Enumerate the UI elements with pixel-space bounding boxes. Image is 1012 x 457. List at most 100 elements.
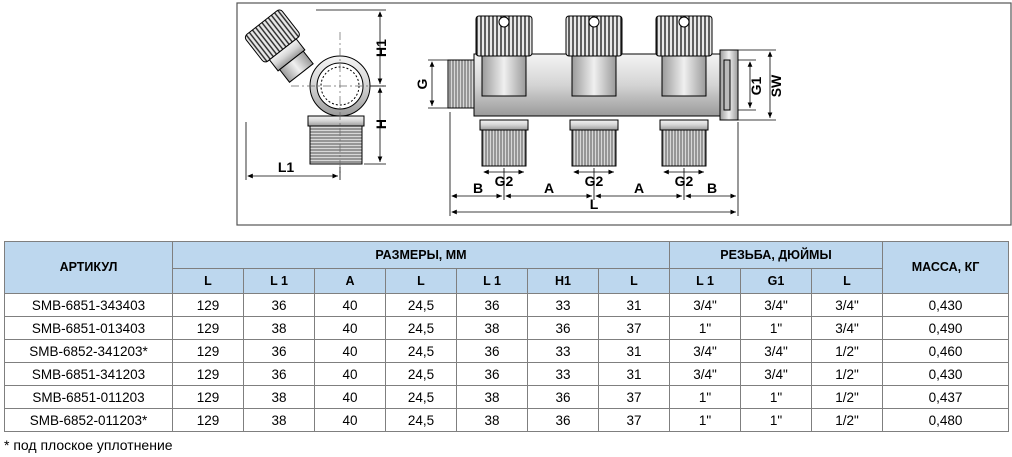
subheader: A (314, 268, 386, 294)
value-cell: 129 (172, 408, 244, 432)
mass-cell: 0,430 (882, 362, 1009, 386)
subheader: L 1 (669, 268, 741, 294)
footnote: * под плоское уплотнение (4, 437, 173, 453)
label-h: H (373, 119, 389, 129)
label-a-left: A (544, 180, 554, 196)
label-b-right: B (707, 180, 717, 196)
subheader: L 1 (456, 268, 528, 294)
value-cell: 40 (314, 362, 386, 386)
value-cell: 36 (527, 385, 599, 409)
value-cell: 40 (314, 316, 386, 340)
value-cell: 1" (740, 408, 812, 432)
value-cell: 129 (172, 316, 244, 340)
value-cell: 31 (598, 339, 670, 363)
article-cell: SMB-6852-341203* (4, 339, 173, 363)
header-mass: МАССА, КГ (882, 241, 1009, 294)
side-view (244, 9, 386, 174)
subheader: G1 (740, 268, 812, 294)
value-cell: 31 (598, 293, 670, 317)
value-cell: 3/4" (669, 362, 741, 386)
front-view (447, 15, 739, 167)
article-cell: SMB-6852-011203* (4, 408, 173, 432)
value-cell: 37 (598, 385, 670, 409)
label-a-right: A (634, 180, 644, 196)
label-b-left: B (473, 180, 483, 196)
label-g2-3: G2 (675, 173, 694, 189)
value-cell: 129 (172, 293, 244, 317)
mass-cell: 0,437 (882, 385, 1009, 409)
mass-cell: 0,480 (882, 408, 1009, 432)
value-cell: 1/2" (811, 339, 883, 363)
value-cell: 37 (598, 408, 670, 432)
value-cell: 38 (456, 316, 528, 340)
label-h1: H1 (373, 39, 389, 57)
mass-cell: 0,430 (882, 293, 1009, 317)
value-cell: 38 (456, 385, 528, 409)
value-cell: 24,5 (385, 339, 457, 363)
subheader: L (598, 268, 670, 294)
value-cell: 3/4" (740, 362, 812, 386)
subheader: L 1 (243, 268, 315, 294)
value-cell: 129 (172, 362, 244, 386)
value-cell: 129 (172, 339, 244, 363)
value-cell: 24,5 (385, 408, 457, 432)
label-g2-1: G2 (495, 173, 514, 189)
label-g2-2: G2 (585, 173, 604, 189)
mass-cell: 0,460 (882, 339, 1009, 363)
label-l: L (590, 196, 599, 212)
subheader: L (385, 268, 457, 294)
value-cell: 24,5 (385, 385, 457, 409)
article-cell: SMB-6851-343403 (4, 293, 173, 317)
label-sw: SW (768, 74, 784, 97)
valve-1 (475, 15, 533, 167)
value-cell: 24,5 (385, 316, 457, 340)
value-cell: 129 (172, 385, 244, 409)
value-cell: 3/4" (669, 293, 741, 317)
value-cell: 3/4" (669, 339, 741, 363)
label-g: G (414, 78, 430, 89)
valve-2 (565, 15, 623, 167)
value-cell: 33 (527, 339, 599, 363)
subheader: L (811, 268, 883, 294)
value-cell: 1/2" (811, 408, 883, 432)
value-cell: 33 (527, 362, 599, 386)
value-cell: 3/4" (811, 316, 883, 340)
header-dimensions: РАЗМЕРЫ, ММ (172, 241, 670, 269)
value-cell: 40 (314, 293, 386, 317)
value-cell: 37 (598, 316, 670, 340)
value-cell: 40 (314, 339, 386, 363)
subheader: H1 (527, 268, 599, 294)
value-cell: 36 (456, 362, 528, 386)
value-cell: 24,5 (385, 293, 457, 317)
valve-3 (655, 15, 713, 167)
value-cell: 1" (669, 316, 741, 340)
mass-cell: 0,490 (882, 316, 1009, 340)
value-cell: 36 (243, 293, 315, 317)
label-l1: L1 (278, 159, 295, 175)
label-g1: G1 (748, 76, 764, 95)
value-cell: 3/4" (740, 339, 812, 363)
value-cell: 38 (243, 385, 315, 409)
header-thread: РЕЗЬБА, ДЮЙМЫ (669, 241, 883, 269)
spec-table: АРТИКУЛ РАЗМЕРЫ, ММ РЕЗЬБА, ДЮЙМЫ МАССА,… (4, 241, 1009, 432)
value-cell: 36 (243, 339, 315, 363)
value-cell: 1/2" (811, 362, 883, 386)
technical-drawing: H1 H L1 G G2 G2 G2 B A A B L G1 SW (236, 2, 1012, 226)
value-cell: 31 (598, 362, 670, 386)
value-cell: 1" (669, 408, 741, 432)
value-cell: 40 (314, 385, 386, 409)
value-cell: 1" (740, 316, 812, 340)
value-cell: 40 (314, 408, 386, 432)
value-cell: 38 (243, 408, 315, 432)
value-cell: 36 (456, 339, 528, 363)
value-cell: 1" (669, 385, 741, 409)
subheader: L (172, 268, 244, 294)
article-cell: SMB-6851-013403 (4, 316, 173, 340)
article-cell: SMB-6851-341203 (4, 362, 173, 386)
value-cell: 24,5 (385, 362, 457, 386)
